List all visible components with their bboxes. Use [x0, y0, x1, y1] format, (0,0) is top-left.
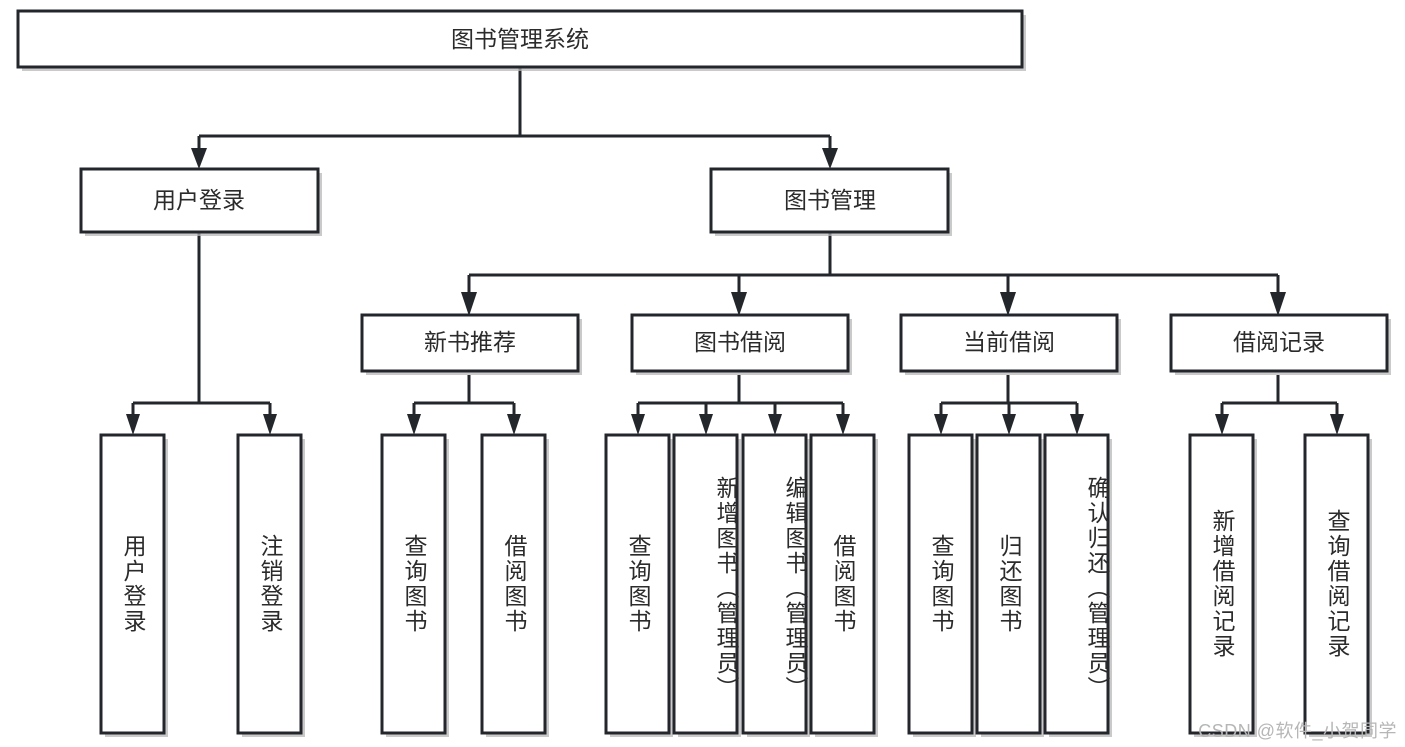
- node-book-manage-label: 图书管理: [784, 187, 876, 213]
- arrow-head-leaf-return-book: [1002, 414, 1016, 435]
- node-user-login-label: 用户登录: [153, 187, 245, 213]
- arrow-head-leaf-confirm-return: [1070, 414, 1084, 435]
- node-leaf-edit-book[interactable]: [741, 433, 808, 735]
- node-borrow-record[interactable]: [1169, 313, 1389, 373]
- arrow-head-leaf-query-record: [1330, 414, 1344, 435]
- node-book-borrow[interactable]: [630, 313, 850, 373]
- node-leaf-return-book[interactable]: [975, 433, 1042, 735]
- node-leaf-borrow-book-2[interactable]: [809, 433, 876, 735]
- node-new-book-rec-label: 新书推荐: [424, 329, 516, 355]
- csdn-watermark: CSDN @软件_小贺同学: [1198, 721, 1397, 741]
- node-current-borrow-label: 当前借阅: [963, 329, 1055, 355]
- arrow-head-current-borrow: [1000, 292, 1016, 316]
- box-layer: [16, 9, 1389, 735]
- arrow-head-leaf-user-login: [126, 414, 140, 435]
- node-leaf-query-book-3[interactable]: [907, 433, 974, 735]
- arrow-head-leaf-borrow-book-2: [836, 414, 850, 435]
- node-root[interactable]: [16, 9, 1024, 69]
- arrow-head-leaf-add-record: [1215, 414, 1229, 435]
- arrow-head-leaf-query-book-3: [934, 414, 948, 435]
- arrow-head-leaf-edit-book: [768, 414, 782, 435]
- horizontal-label-layer: 图书管理系统 用户登录 图书管理 新书推荐 图书借阅 当前借阅 借阅记录: [153, 26, 1325, 355]
- node-leaf-query-book-2[interactable]: [604, 433, 671, 735]
- node-leaf-query-book-1[interactable]: [380, 433, 447, 735]
- node-leaf-logout-login[interactable]: [236, 433, 303, 735]
- node-leaf-confirm-return[interactable]: [1043, 433, 1110, 735]
- arrow-head-leaf-logout-login: [263, 414, 277, 435]
- arrow-head-new-book-rec: [461, 292, 477, 316]
- node-leaf-add-record[interactable]: [1188, 433, 1255, 735]
- arrow-head-book-manage: [822, 148, 838, 169]
- arrow-head-user-login: [191, 148, 207, 169]
- node-new-book-rec[interactable]: [360, 313, 580, 373]
- node-leaf-query-record[interactable]: [1303, 433, 1370, 735]
- node-borrow-record-label: 借阅记录: [1233, 329, 1325, 355]
- arrow-head-leaf-borrow-book-1: [507, 414, 521, 435]
- arrow-head-leaf-query-book-1: [407, 414, 421, 435]
- node-user-login[interactable]: [79, 167, 320, 234]
- node-leaf-user-login[interactable]: [99, 433, 166, 735]
- arrow-head-book-borrow: [731, 292, 747, 316]
- arrow-head-borrow-record: [1270, 292, 1286, 316]
- arrow-head-leaf-add-book: [699, 414, 713, 435]
- arrow-head-leaf-query-book-2: [631, 414, 645, 435]
- node-root-label: 图书管理系统: [451, 26, 589, 52]
- node-current-borrow[interactable]: [899, 313, 1119, 373]
- node-book-borrow-label: 图书借阅: [694, 329, 786, 355]
- node-leaf-add-book[interactable]: [672, 433, 739, 735]
- connector-layer: [126, 67, 1344, 435]
- node-leaf-borrow-book-1[interactable]: [480, 433, 547, 735]
- node-book-manage[interactable]: [709, 167, 950, 234]
